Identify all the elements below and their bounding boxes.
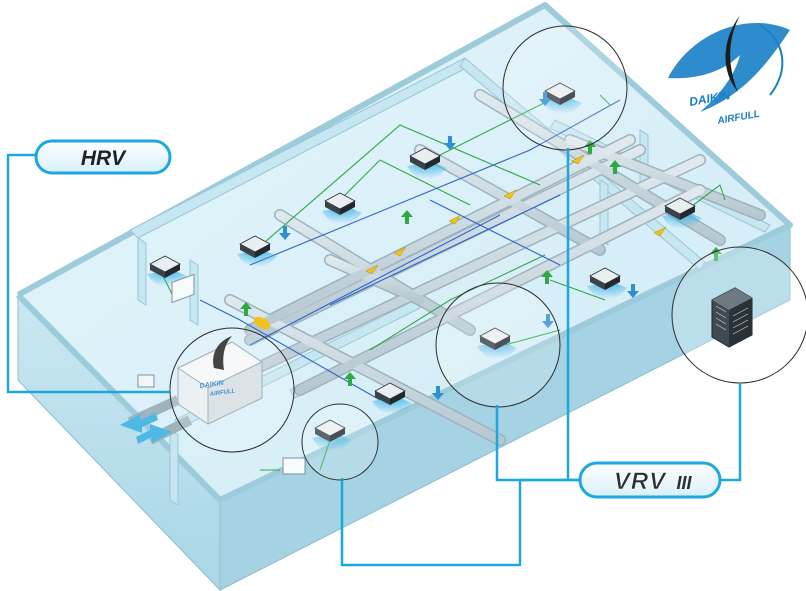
supply-air-arrow-icon: [444, 136, 456, 150]
fresh-air-arrow-icon: [344, 372, 356, 386]
return-air-arrow-icon: [365, 264, 379, 275]
airflow-plume: [372, 397, 412, 416]
vrv-label-suffix: III: [676, 473, 692, 493]
vrv-top-callout-circle: [502, 25, 628, 151]
return-air-arrow-icon: [653, 226, 667, 237]
supply-air-arrow-icon: [432, 386, 444, 400]
hrv-label-text: HRV: [81, 147, 127, 170]
hrv-callout-circle: [169, 327, 295, 453]
logo-swoosh-inner-icon: [725, 15, 740, 92]
exhaust-air-out-arrow-icon: [136, 424, 172, 444]
airflow-plume: [407, 162, 447, 181]
logo-swoosh-outer-icon: [668, 23, 790, 112]
airflow-plume: [587, 282, 627, 301]
hrv-unit: DAIKIN AIRFULL: [120, 273, 306, 475]
supply-air-arrow-icon: [539, 92, 551, 106]
hrv-label: HRV: [34, 139, 172, 175]
fresh-air-arrow-icon: [541, 270, 553, 284]
indoor-unit: [407, 147, 447, 181]
airflow-plume: [322, 207, 362, 226]
cassette-side: [665, 206, 680, 220]
supply-air-arrow-icon: [542, 314, 554, 328]
return-air-arrow-icon: [571, 154, 585, 165]
return-air-arrow-icon: [503, 189, 517, 200]
flow-arrows: [240, 92, 722, 400]
fresh-air-arrow-icon: [609, 160, 621, 174]
vrv-lower-callout-circle: [301, 403, 379, 481]
cassette-side: [560, 91, 575, 105]
airflow-plume: [237, 250, 277, 269]
return-grille-icon: [253, 316, 271, 330]
hrv-unit-sub: AIRFULL: [208, 388, 236, 398]
logo-sub-text: AIRFULL: [716, 109, 761, 127]
cassette-side: [590, 276, 605, 290]
airflow-plume: [542, 97, 582, 116]
callout-circles: [169, 25, 628, 481]
cassette-side: [240, 244, 255, 258]
cassette-side: [680, 206, 695, 220]
indoor-unit: [312, 419, 352, 453]
cassette-side: [325, 201, 340, 215]
cassette-side: [495, 336, 510, 350]
fresh-air-in-arrow-icon: [120, 413, 158, 433]
cassette-side: [375, 391, 390, 405]
supply-air-arrow-icon: [279, 226, 291, 240]
fresh-air-arrow-icon: [240, 302, 252, 316]
airflow-plume: [312, 434, 352, 453]
cassette-side: [480, 336, 495, 350]
indoor-unit: [237, 235, 277, 269]
cassette-side: [150, 264, 165, 278]
indoor-unit: [372, 382, 412, 416]
cassette-side: [390, 391, 405, 405]
cassette-side: [165, 264, 180, 278]
indoor-units: [147, 82, 702, 453]
cassette-side: [545, 91, 560, 105]
wall-remote-controller: [282, 457, 306, 475]
vrv-label: VRV III: [578, 461, 722, 499]
cassette-side: [425, 156, 440, 170]
supply-air-arrow-icon: [627, 284, 639, 298]
cassette-side: [340, 201, 355, 215]
cassette-side: [315, 428, 330, 442]
cassette-side: [255, 244, 270, 258]
daikin-airfull-logo: DAIKIN AIRFULL: [668, 15, 790, 127]
airflow-plume: [477, 342, 517, 361]
vrv-center-callout-circle: [435, 282, 561, 408]
return-air-arrow-icon: [448, 214, 462, 225]
fresh-air-arrow-icon: [401, 210, 413, 224]
indoor-unit: [587, 267, 627, 301]
return-air-arrow-icon: [393, 246, 407, 257]
indoor-unit: [662, 197, 702, 231]
airflow-plume: [662, 212, 702, 231]
hrv-unit-swoosh-icon: [213, 336, 232, 370]
vrv-outdoor-unit: [671, 246, 806, 384]
indoor-unit: [322, 192, 362, 226]
cassette-side: [605, 276, 620, 290]
callout-lines: [6, 148, 742, 567]
cassette-side: [410, 156, 425, 170]
vrv-label-text: VRV: [614, 468, 667, 495]
cassette-side: [330, 428, 345, 442]
indoor-unit: [542, 82, 582, 116]
indoor-unit: [477, 327, 517, 361]
hrv-unit-brand: DAIKIN: [199, 380, 225, 390]
